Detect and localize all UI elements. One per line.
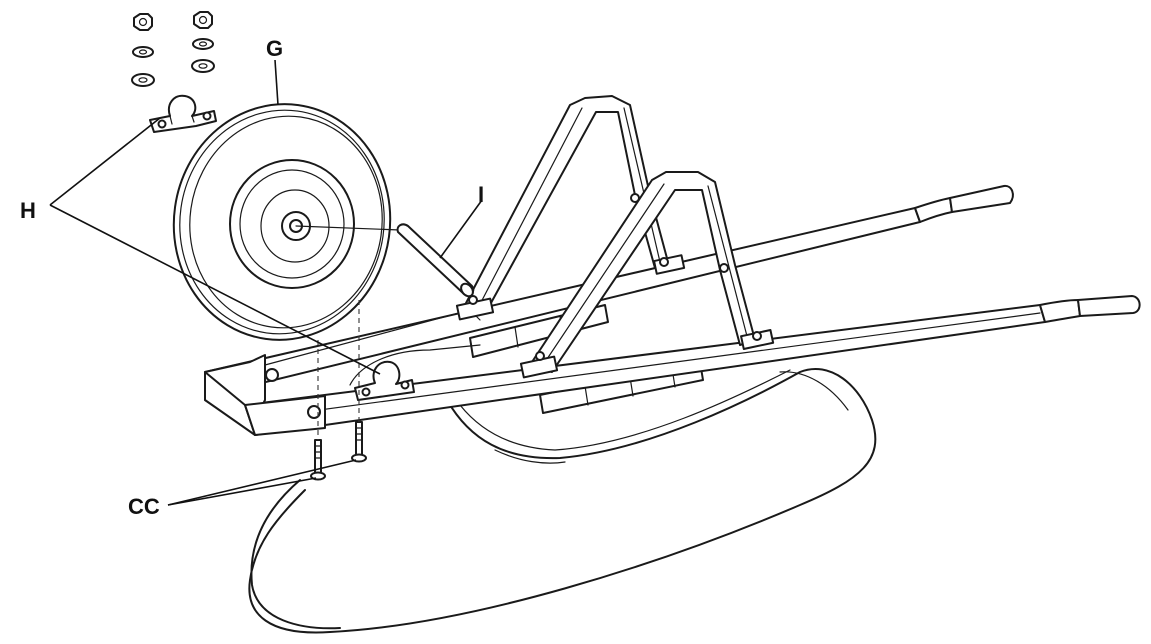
callout-label-g: G xyxy=(266,36,283,61)
tray xyxy=(248,367,877,634)
leader-lines xyxy=(49,59,483,506)
loose-axle-bracket xyxy=(149,94,217,133)
alignment-lines xyxy=(317,300,360,440)
hardware-nuts-washers xyxy=(131,11,215,87)
wheel xyxy=(172,103,392,341)
callout-label-h: H xyxy=(20,198,36,223)
mounted-axle-brackets xyxy=(354,360,415,401)
axle xyxy=(295,223,475,298)
carriage-bolts xyxy=(310,421,367,481)
leg-stand-front xyxy=(519,171,775,379)
callout-label-i: I xyxy=(478,182,484,207)
leg-stand-back xyxy=(455,95,686,321)
callout-label-cc: CC xyxy=(128,494,160,519)
frame-nose xyxy=(204,309,481,436)
